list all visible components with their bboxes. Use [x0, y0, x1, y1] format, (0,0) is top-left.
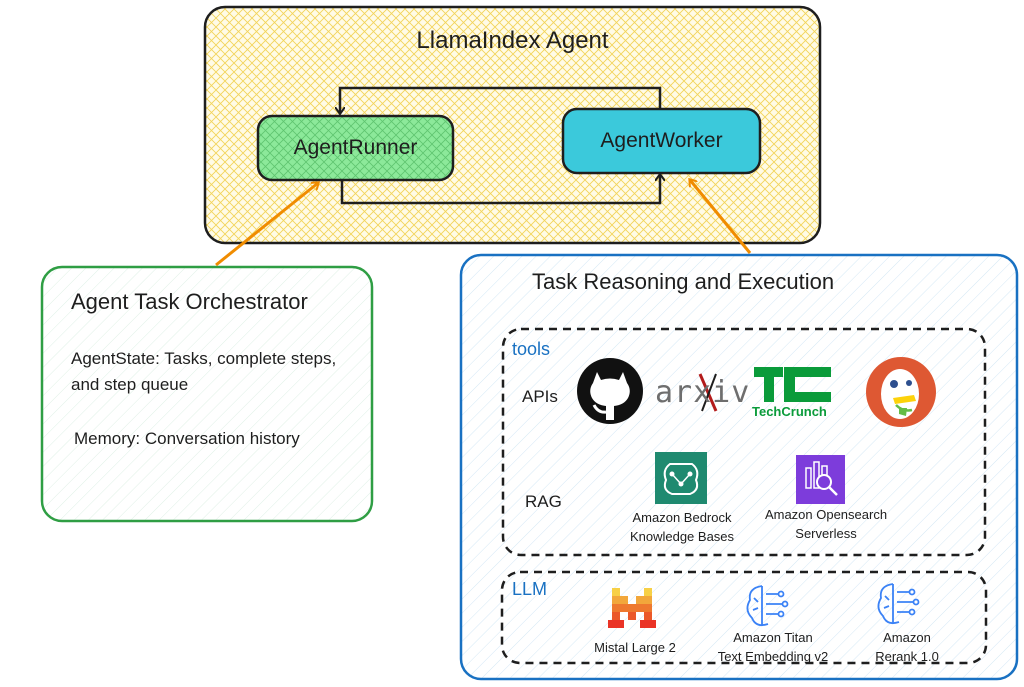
execution-container — [459, 253, 1019, 681]
mistral-caption: Mistal Large 2 — [594, 640, 676, 655]
agent-runner-node[interactable]: AgentRunner — [258, 116, 453, 180]
orchestrator-state-text: AgentState: Tasks, complete steps, and s… — [71, 349, 337, 394]
llm-label: LLM — [512, 579, 548, 599]
apis-label: APIs — [522, 387, 558, 406]
github-icon — [577, 358, 643, 424]
bedrock-caption: Amazon Bedrock Knowledge Bases — [629, 510, 735, 544]
agent-worker-node[interactable]: AgentWorker — [563, 109, 760, 173]
orchestrator-to-runner-arrow — [215, 183, 318, 267]
llm-group — [500, 570, 988, 665]
execution-to-worker-arrow — [690, 180, 752, 254]
tools-label: tools — [512, 339, 551, 359]
duckduckgo-icon — [866, 357, 936, 427]
agent-worker-box — [561, 107, 762, 175]
agent-runner-label: AgentRunner — [293, 136, 418, 159]
agent-container — [203, 5, 822, 245]
rerank-caption: Amazon Rerank 1.0 — [875, 630, 939, 664]
bedrock-kb-icon — [655, 452, 707, 504]
orchestrator-container — [40, 265, 374, 523]
arxiv-logo-text: arxiv — [655, 375, 751, 410]
agent-worker-label: AgentWorker — [600, 129, 723, 152]
execution-title: Task Reasoning and Execution — [532, 269, 835, 294]
agent-runner-box — [256, 114, 455, 182]
rerank-icon — [877, 583, 920, 625]
arxiv-icon — [698, 373, 718, 412]
opensearch-icon — [796, 455, 845, 504]
mistral-icon — [608, 588, 656, 628]
opensearch-caption: Amazon Opensearch Serverless — [764, 507, 888, 541]
tools-group — [501, 327, 987, 557]
orchestrator-memory-text: Memory: Conversation history — [74, 429, 300, 448]
runner-to-worker-connector — [340, 175, 660, 205]
techcrunch-icon — [754, 367, 831, 402]
agent-title: LlamaIndex Agent — [416, 27, 609, 54]
techcrunch-logo-text: TechCrunch — [752, 404, 827, 419]
titan-caption: Amazon Titan Text Embedding v2 — [717, 630, 829, 664]
orchestrator-title: Agent Task Orchestrator — [71, 289, 308, 314]
rag-label: RAG — [525, 492, 562, 511]
titan-icon — [746, 585, 789, 627]
worker-to-runner-connector — [340, 86, 662, 113]
